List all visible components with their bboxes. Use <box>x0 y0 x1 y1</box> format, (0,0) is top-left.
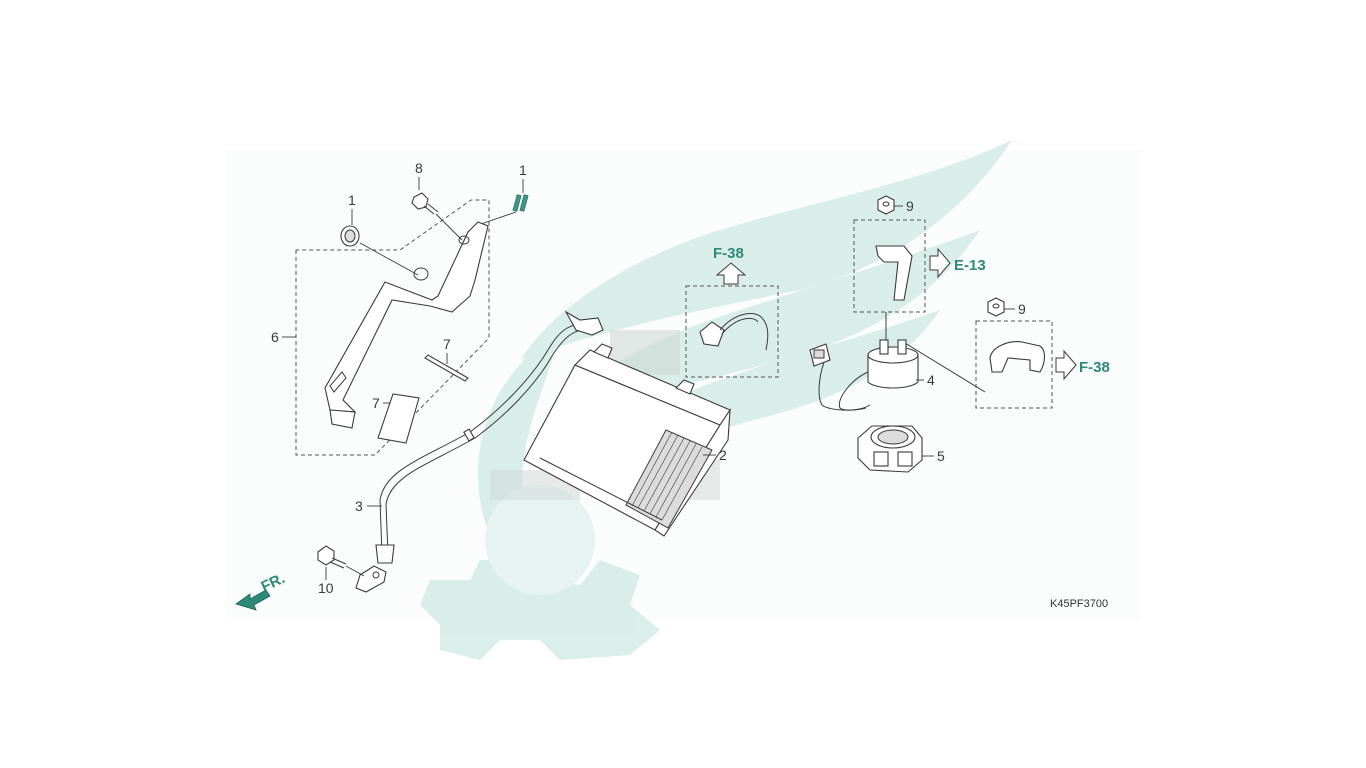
terminal-cover-box-right <box>975 320 1053 409</box>
negative-cable-part <box>355 310 604 593</box>
rubber-strip-part <box>424 354 469 382</box>
nut-9-top-part <box>877 195 895 215</box>
bolt-8-part <box>411 192 439 215</box>
callout-1-grommet: 1 <box>348 192 356 208</box>
bracket-group-outline <box>295 199 490 456</box>
nut-9-right-part <box>987 297 1005 317</box>
connector-group-box <box>685 285 779 378</box>
up-arrow-icon <box>715 262 747 285</box>
right-arrow-icon-e13 <box>929 247 951 279</box>
clip-part <box>512 194 529 212</box>
terminal-cover-top-part <box>875 245 913 301</box>
battery-connector-part <box>699 313 769 351</box>
reference-e13: E-13 <box>954 257 986 274</box>
callout-1-clip: 1 <box>519 162 527 178</box>
callout-6-bracket: 6 <box>271 329 279 345</box>
wing-logo-watermark <box>420 140 1012 660</box>
battery-bracket-part <box>324 221 489 429</box>
callout-2-battery: 2 <box>719 447 727 463</box>
terminal-cover-box-top <box>853 219 926 313</box>
right-arrow-icon-f38 <box>1055 349 1077 381</box>
terminal-cover-right-part <box>989 341 1046 373</box>
reference-f38-top: F-38 <box>713 245 744 262</box>
callout-7-pad: 7 <box>372 395 380 411</box>
callout-5-holder: 5 <box>937 448 945 464</box>
diagram-code: K45PF3700 <box>1050 598 1108 610</box>
callout-3-cable: 3 <box>355 498 363 514</box>
reference-f38-right: F-38 <box>1079 359 1110 376</box>
callout-7-strip: 7 <box>443 336 451 352</box>
callout-8-bolt: 8 <box>415 160 423 176</box>
relay-holder-part <box>857 425 923 473</box>
starter-relay-part <box>809 312 986 411</box>
grommet-part <box>340 225 360 247</box>
callout-10-bolt: 10 <box>318 580 334 596</box>
bolt-10-part <box>317 545 347 569</box>
callout-4-relay: 4 <box>927 372 935 388</box>
rubber-pad-part <box>377 393 420 444</box>
callout-9-right: 9 <box>1018 301 1026 317</box>
battery-part <box>523 343 731 537</box>
callout-9-top: 9 <box>906 198 914 214</box>
